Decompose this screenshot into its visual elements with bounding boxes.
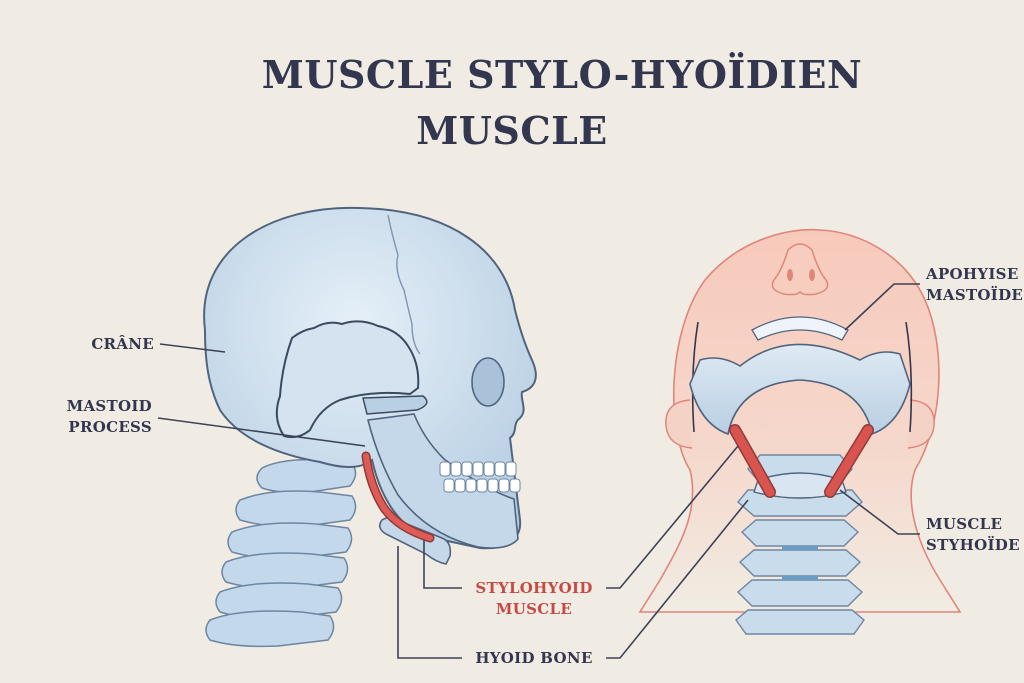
label-apophyise-line2: MASTOÏDE — [926, 286, 1024, 304]
label-muscle-styhoide: MUSCLE STYHOÏDE — [926, 514, 1024, 556]
label-muscle-styhoide-line2: STYHOÏDE — [926, 536, 1020, 554]
label-mastoid-process: MASTOID PROCESS — [40, 396, 152, 438]
leader-lines — [157, 283, 920, 659]
label-crane: CRÂNE — [60, 334, 154, 355]
label-hyoid-bone-text: HYOID BONE — [475, 649, 593, 667]
label-mastoid-process-line2: PROCESS — [68, 418, 152, 436]
label-stylohyoid-line2: MUSCLE — [495, 600, 573, 618]
lateral-skull — [203, 206, 537, 648]
label-muscle-styhoide-line1: MUSCLE — [926, 515, 1003, 533]
label-crane-text: CRÂNE — [91, 335, 154, 353]
label-stylohyoid-line1: STYLOHYOID — [475, 579, 593, 597]
label-hyoid-bone: HYOID BONE — [464, 648, 604, 669]
inferior-head-view — [638, 228, 962, 635]
label-mastoid-process-line1: MASTOID — [66, 397, 152, 415]
page-title-line1: MUSCLE STYLO-HYOÏDIEN — [261, 52, 863, 97]
page-title-line2: MUSCLE — [416, 108, 608, 153]
label-stylohyoid-muscle: STYLOHYOID MUSCLE — [464, 578, 604, 620]
label-apophyise-mastoide: APOHYISE MASTOÏDE — [926, 264, 1024, 306]
label-apophyise-line1: APOHYISE — [926, 265, 1019, 283]
